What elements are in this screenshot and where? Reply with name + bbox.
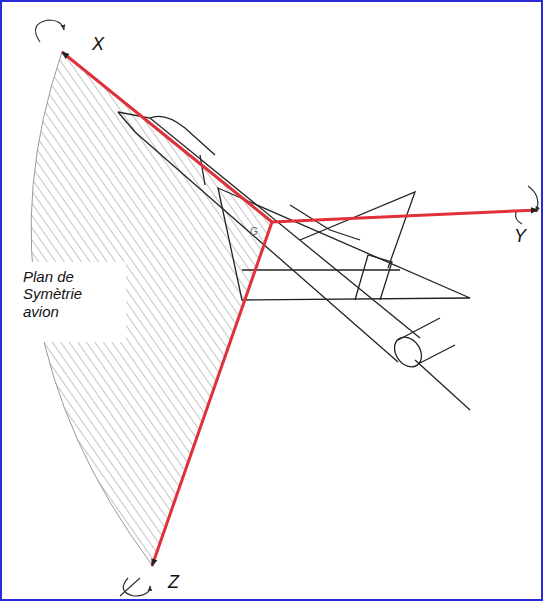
axis-label: X: [92, 34, 104, 55]
plane-label: Plan de Symètrie avion: [20, 266, 122, 322]
axis-label: Y: [514, 226, 526, 247]
center-of-gravity-label: G: [250, 226, 258, 238]
axis-label: Z: [168, 572, 179, 593]
aircraft-sketch: [118, 112, 470, 410]
z-axis: [152, 222, 272, 566]
body-axes: [62, 52, 538, 566]
label-patch: [18, 262, 126, 342]
x-axis: [62, 52, 272, 222]
y-axis: [272, 210, 538, 222]
